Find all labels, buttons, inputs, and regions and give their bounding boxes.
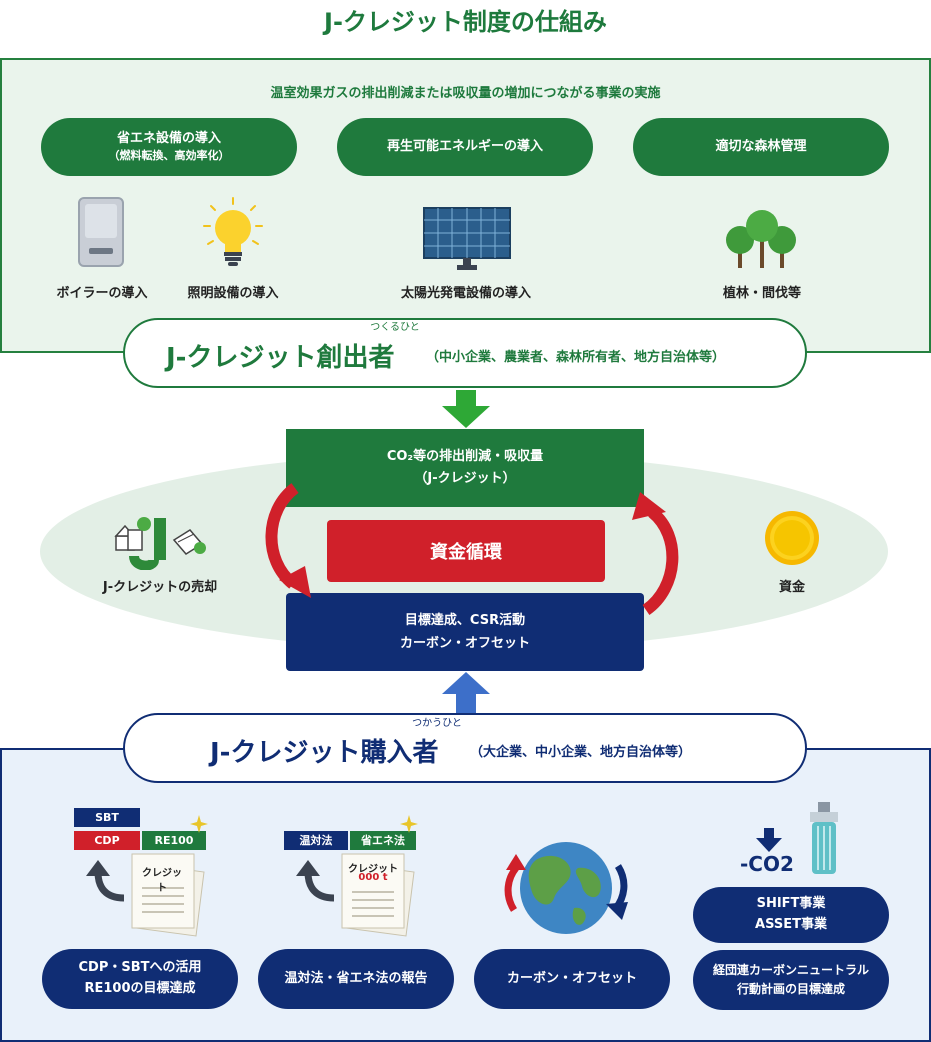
solar-label: 太陽光発電設備の導入: [400, 286, 531, 301]
boiler-icon: [78, 197, 124, 267]
shift-asset-pill: SHIFT事業 ASSET事業: [693, 887, 889, 943]
reduction-line1: CO₂等の排出削減・吸収量: [386, 448, 544, 464]
money-flow-arrow-icon: [632, 492, 679, 615]
sparkle-icon: [190, 815, 208, 833]
document-credit-label: クレジット: [142, 868, 182, 894]
keidanren-line1: 経団連カーボンニュートラル: [712, 962, 869, 977]
shoene-tag: 省エネ法: [350, 831, 416, 850]
energy-saving-label: 省エネ設備の導入: [116, 130, 221, 146]
lighting-label: 照明設備の導入: [187, 286, 279, 301]
co2-capture-tower-icon: [810, 802, 838, 874]
trees-icon: [726, 210, 796, 268]
sbt-tag: SBT: [74, 808, 140, 827]
shift-line: SHIFT事業: [756, 896, 826, 912]
buyer-note: （大企業、中小企業、地方自治体等）: [470, 745, 692, 760]
light-bulb-icon: [203, 197, 263, 266]
renewable-energy-label: 再生可能エネルギーの導入: [386, 138, 543, 154]
curved-up-arrow-icon: [86, 860, 125, 902]
goal-line1: 目標達成、CSR活動: [404, 612, 526, 628]
forestry-label: 植林・間伐等: [722, 286, 801, 301]
buyer-ruby: つかうひと: [412, 718, 462, 729]
ontai-tag: 温対法: [284, 831, 348, 850]
globe-icon: [504, 842, 628, 934]
carbon-offset-pill: カーボン・オフセット: [474, 949, 670, 1009]
reduction-line2: （J-クレジット）: [414, 471, 516, 486]
up-arrow-icon: [442, 672, 490, 714]
activities-heading: 温室効果ガスの排出削減または吸収量の増加につながる事業の実施: [270, 86, 661, 101]
sparkle-icon-2: [400, 815, 418, 833]
goal-line2: カーボン・オフセット: [399, 636, 530, 651]
credit-buyer-box: [123, 713, 807, 783]
report-document-icon: [341, 853, 415, 937]
buyer-title: J-クレジット購入者: [210, 738, 439, 768]
money-label: 資金: [778, 580, 805, 595]
cdp-sbt-use-pill: CDP・SBTへの活用 RE100の目標達成: [42, 949, 238, 1009]
creator-title: J-クレジット創出者: [166, 343, 395, 373]
creator-activities-panel: [0, 58, 931, 353]
co2-down-arrow-icon: [756, 828, 782, 852]
cdp-sbt-use-line1: CDP・SBTへの活用: [78, 960, 202, 976]
carbon-offset-line1: カーボン・オフセット: [506, 970, 637, 986]
energy-saving-sub: （燃料転換、高効率化）: [108, 149, 230, 163]
j-credit-sale-icon: [114, 517, 206, 570]
energy-saving-pill: 省エネ設備の導入 （燃料転換、高効率化）: [41, 118, 297, 176]
keidanren-line2: 行動計画の目標達成: [736, 982, 845, 996]
page-title: J-クレジット制度の仕組み: [324, 8, 607, 36]
re100-tag: RE100: [142, 831, 206, 850]
credit-creator-box: [123, 318, 807, 388]
curved-up-arrow-icon-2: [296, 860, 335, 902]
credit-document-icon: [131, 853, 205, 937]
law-report-pill: 温対法・省エネ法の報告: [258, 949, 454, 1009]
cdp-tag: CDP: [74, 831, 140, 850]
asset-line: ASSET事業: [755, 917, 827, 932]
creator-ruby: つくるひと: [370, 322, 420, 333]
creator-note: （中小企業、農業者、森林所有者、地方自治体等）: [426, 350, 726, 365]
law-report-line1: 温対法・省エネ法の報告: [284, 970, 428, 986]
forest-management-pill: 適切な森林管理: [633, 118, 889, 176]
goal-achievement-box: 目標達成、CSR活動 カーボン・オフセット: [286, 593, 644, 671]
boiler-label: ボイラーの導入: [56, 286, 148, 301]
renewable-energy-pill: 再生可能エネルギーの導入: [337, 118, 593, 176]
report-amount-label: 000 t: [358, 872, 388, 883]
credit-sale-label: J-クレジットの売却: [102, 580, 218, 595]
co2-reduction-label: -CO2: [740, 852, 794, 876]
credit-reduction-box: CO₂等の排出削減・吸収量 （J-クレジット）: [286, 429, 644, 507]
down-arrow-icon: [442, 390, 490, 428]
solar-panel-icon: [423, 207, 511, 270]
keidanren-pill: 経団連カーボンニュートラル 行動計画の目標達成: [693, 950, 889, 1010]
forest-management-label: 適切な森林管理: [715, 138, 807, 154]
coin-icon: [765, 511, 819, 565]
report-credit-label: クレジット: [348, 864, 398, 875]
credit-flow-arrow-icon: [265, 483, 311, 598]
fund-cycle-box: 資金循環: [327, 520, 605, 582]
cdp-sbt-use-line2: RE100の目標達成: [84, 981, 196, 996]
